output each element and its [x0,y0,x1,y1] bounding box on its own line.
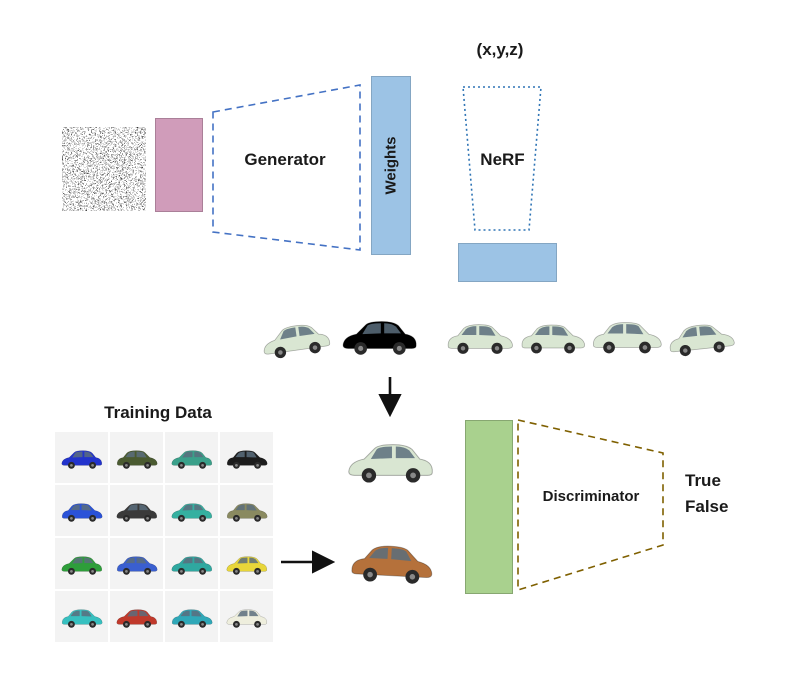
noise-image [62,127,146,211]
discriminator-label: Discriminator [542,488,640,505]
training-car-tile [55,432,108,483]
true-false-labels: True False [685,468,765,520]
training-car-tile [220,538,273,589]
nerf-output-block [458,243,557,282]
true-label: True [685,471,721,490]
training-car-tile [55,485,108,536]
training-car-tile [165,538,218,589]
false-label: False [685,497,729,516]
weights-label: Weights [382,136,400,195]
nerf-label: NeRF [480,150,525,169]
rendered-car [588,306,666,364]
training-car-tile [220,591,273,642]
discriminator-input-block [465,420,513,594]
training-car-tile [165,591,218,642]
training-data-grid [55,432,273,642]
real-sample-car [346,528,438,594]
training-car-tile [220,485,273,536]
training-car-tile [165,432,218,483]
training-data-label: Training Data [104,403,212,422]
training-car-tile [110,591,163,642]
training-car-tile [220,432,273,483]
generator-label: Generator [244,150,326,169]
weights-block: Weights [371,76,411,255]
training-car-tile [55,538,108,589]
training-car-tile [165,485,218,536]
training-car-tile [110,538,163,589]
latent-code-block [155,118,203,212]
training-car-tile [55,591,108,642]
rendered-car [258,312,334,364]
training-car-tile [110,432,163,483]
coords-label: (x,y,z) [476,40,524,59]
rendered-car [664,311,738,363]
rendered-car [338,306,422,364]
training-car-tile [110,485,163,536]
generated-sample-car [343,424,439,496]
rendered-car [443,309,517,364]
rendered-car [517,309,589,364]
